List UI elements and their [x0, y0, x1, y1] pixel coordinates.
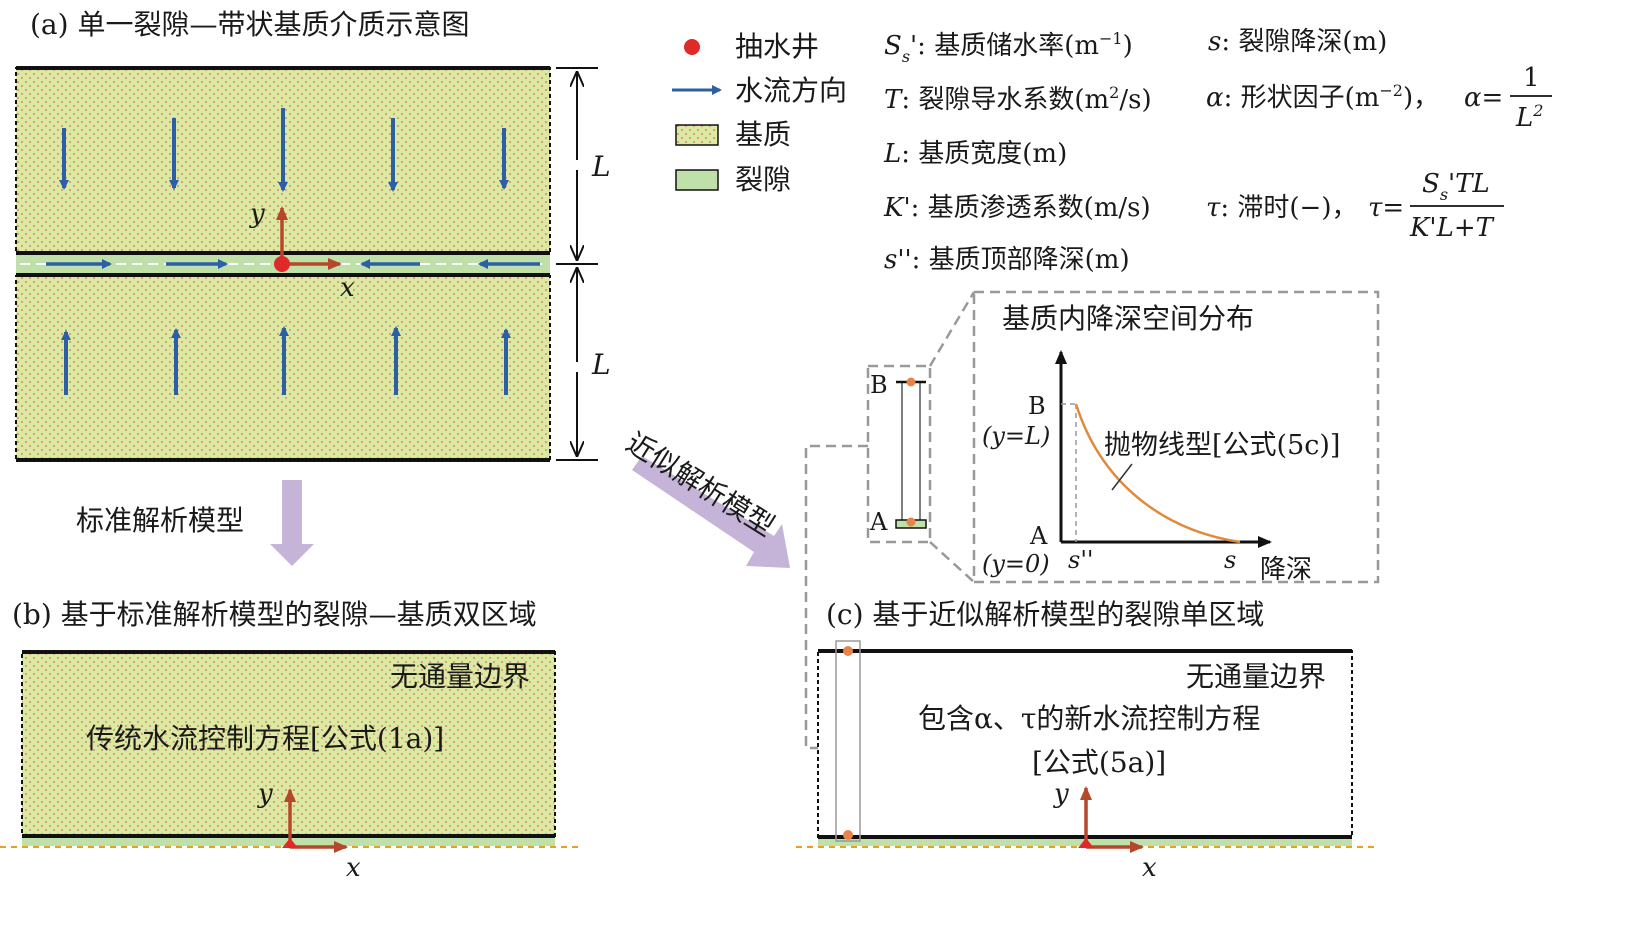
panel-b-axes — [284, 788, 348, 853]
legend-matrix: 基质 — [735, 118, 791, 151]
alpha-denominator: L2 — [1515, 101, 1543, 133]
tau-denominator: K'L+T — [1409, 213, 1495, 243]
panel-c-axis-y: y — [1053, 779, 1069, 809]
parabolic-curve — [1074, 403, 1241, 544]
panel-a-title: (a) 单一裂隙—带状基质介质示意图 — [30, 8, 469, 41]
panel-c-boundary: 无通量边界 — [1186, 660, 1326, 693]
alpha-numerator: 1 — [1523, 63, 1540, 93]
legend-fracture-marker — [675, 169, 719, 191]
inset-title: 基质内降深空间分布 — [1002, 302, 1254, 335]
param-l: L: 基质宽度(m) — [883, 139, 1067, 169]
tau-numerator: Ss'TL — [1422, 169, 1490, 204]
inset-label-b: B — [1028, 392, 1046, 420]
approx-model-label: 近似解析模型 — [620, 426, 780, 543]
param-tau: τ: 滞时(−)， — [1206, 193, 1358, 223]
dimension-label-bottom: L — [591, 348, 611, 381]
inset-curve-label: 抛物线型[公式(5c)] — [1104, 430, 1340, 461]
dimension-lines — [556, 67, 598, 461]
panel-b-equation: 传统水流控制方程[公式(1a)] — [86, 722, 444, 755]
panel-b-axis-x: x — [346, 853, 361, 883]
inset-tick-s: s — [1224, 546, 1236, 574]
approx-model-arrow — [632, 456, 790, 568]
panel-b-well-marker — [282, 838, 298, 848]
dimension-label-top: L — [591, 150, 611, 183]
legend-flow: 水流方向 — [735, 74, 847, 107]
panel-b-title: (b) 基于标准解析模型的裂隙—基质双区域 — [12, 598, 537, 631]
standard-model-arrow — [270, 480, 314, 566]
inset-axis-label: 降深 — [1260, 555, 1312, 585]
inset-column-label-a: A — [869, 508, 888, 536]
parameter-definitions: Ss': 基质储水率(m−1) s: 裂隙降深(m) T: 裂隙导水系数(m2/… — [883, 27, 1552, 275]
param-s: s: 裂隙降深(m) — [1208, 27, 1387, 57]
panel-a-axis-x: x — [340, 273, 355, 303]
inset-frame — [972, 290, 1380, 584]
matrix-flow-arrows — [59, 108, 511, 395]
panel-b-boundary: 无通量边界 — [390, 660, 530, 693]
inset-tick-spp: s'' — [1068, 546, 1094, 574]
standard-model-label: 标准解析模型 — [76, 504, 244, 537]
legend: 抽水井 水流方向 基质 裂隙 — [672, 30, 847, 196]
legend-fracture: 裂隙 — [735, 163, 791, 196]
param-alpha: α: 形状因子(m−2)， — [1206, 81, 1439, 113]
panel-c-axis-x: x — [1142, 853, 1157, 883]
panel-c-axes — [1080, 786, 1144, 853]
inset-column-label-b: B — [870, 371, 888, 399]
pumping-well — [274, 256, 290, 272]
panel-a-axes — [276, 206, 342, 270]
param-spp: s'': 基质顶部降深(m) — [884, 245, 1130, 275]
param-t: T: 裂隙导水系数(m2/s) — [884, 83, 1152, 115]
inset-label-a-sub: (y=0) — [982, 550, 1050, 578]
panel-c-title: (c) 基于近似解析模型的裂隙单区域 — [826, 598, 1264, 631]
param-ss: Ss': 基质储水率(m−1) — [884, 29, 1133, 66]
param-k: K': 基质渗透系数(m/s) — [883, 193, 1151, 223]
inset-connectors — [804, 291, 976, 750]
inset-label-b-sub: (y=L) — [982, 422, 1050, 450]
panel-a-axis-y: y — [249, 199, 265, 229]
panel-c-equation-line1: 包含α、τ的新水流控制方程 — [918, 702, 1260, 735]
panel-c-well-marker — [1078, 838, 1094, 848]
inset-label-a: A — [1029, 522, 1048, 550]
inset-column — [895, 377, 927, 529]
legend-well: 抽水井 — [735, 30, 819, 63]
legend-well-marker — [684, 39, 700, 55]
legend-matrix-marker — [675, 124, 719, 146]
tau-equals: τ= — [1368, 193, 1404, 223]
alpha-equals: α= — [1464, 83, 1503, 113]
panel-b-axis-y: y — [257, 779, 273, 809]
curve-leader — [1111, 463, 1133, 491]
panel-c-equation-line2: [公式(5a)] — [1032, 746, 1166, 779]
